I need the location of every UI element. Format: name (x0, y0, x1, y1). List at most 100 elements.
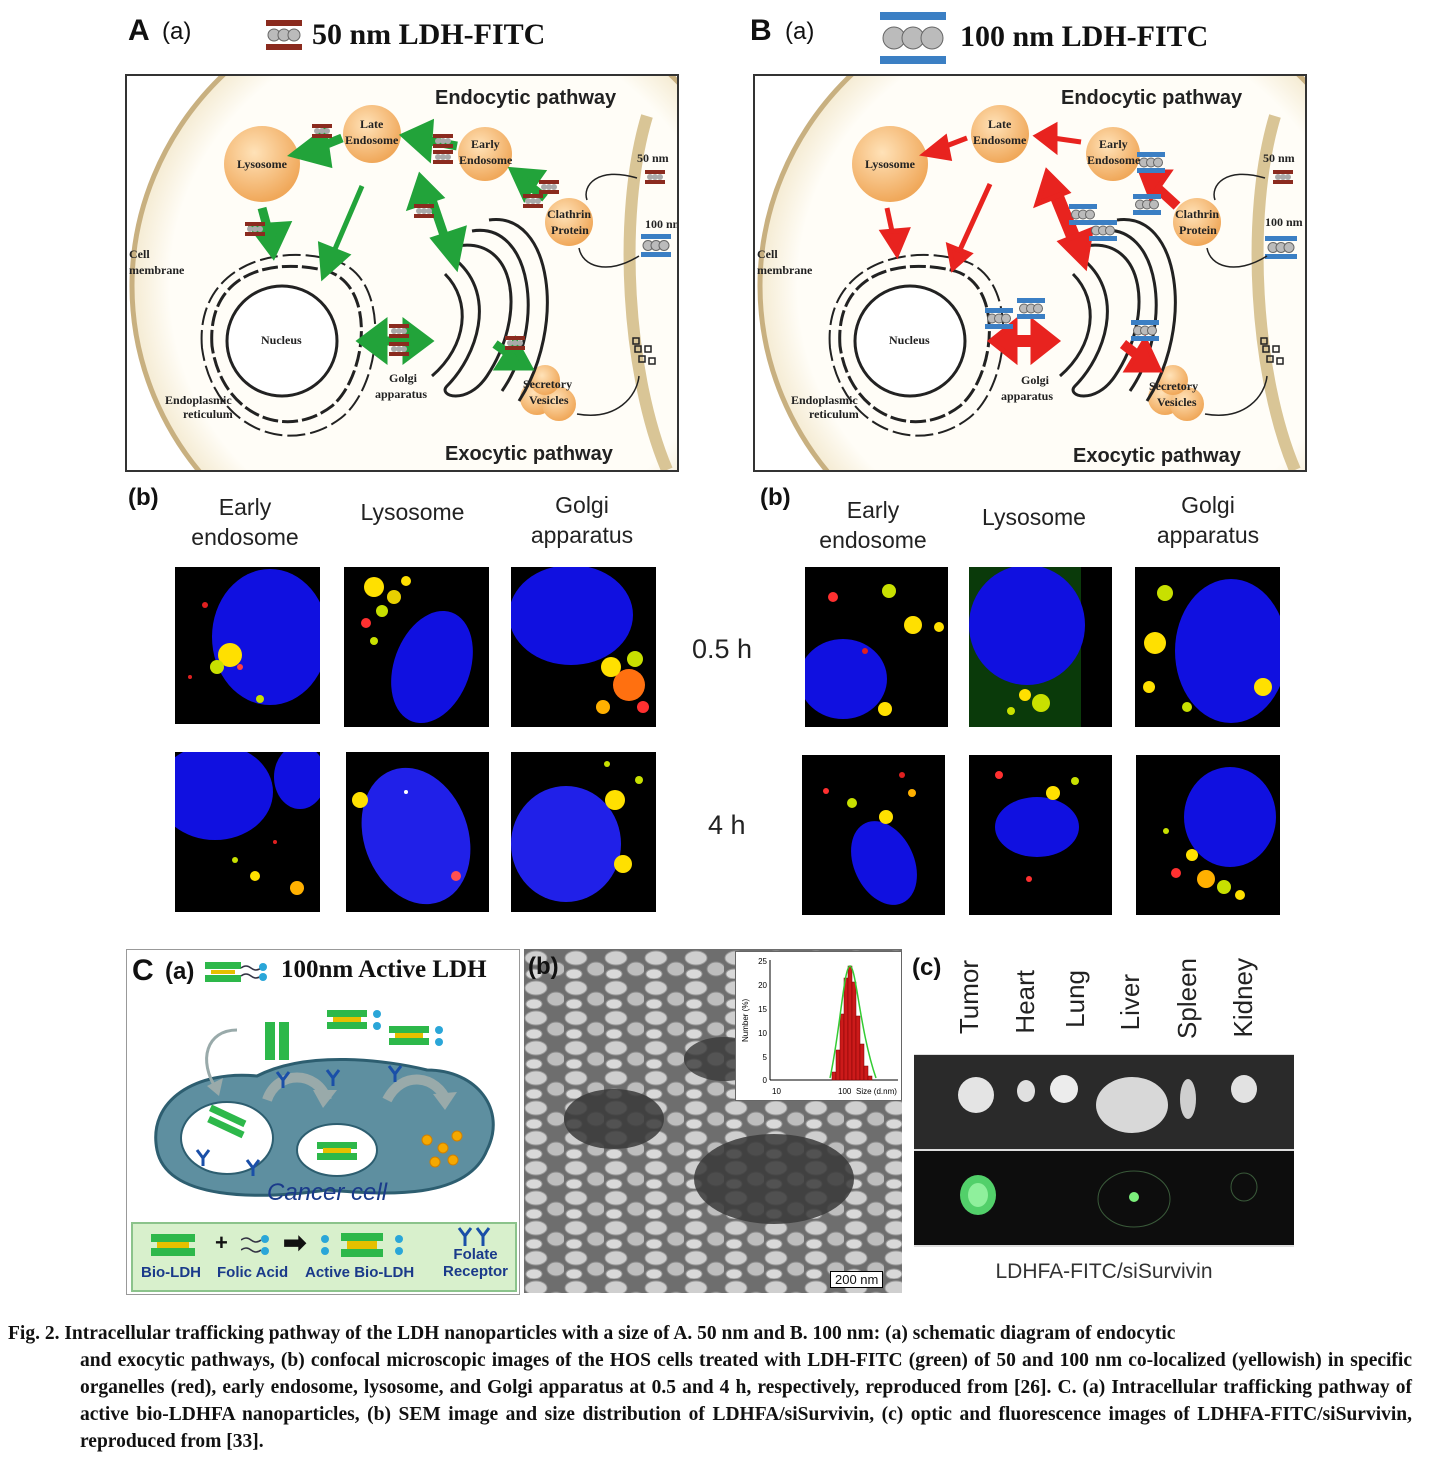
svg-text:Early: Early (1099, 137, 1128, 151)
time-4h: 4 h (708, 810, 746, 840)
exocytosed-particles-icon (632, 337, 656, 365)
panel-a-letter: A (128, 14, 150, 47)
early-endosome-icon (1086, 127, 1140, 181)
svg-text:Vesicles: Vesicles (529, 393, 569, 407)
svg-text:100 nm: 100 nm (1265, 215, 1303, 229)
micrograph-b-early-4h (802, 755, 945, 915)
micrograph-a-golgi-0-5h (511, 567, 656, 727)
ldh-100nm-icon (880, 12, 946, 64)
micrograph-b-lyso-4h (969, 755, 1112, 915)
panel-c-b-label: (b) (528, 953, 559, 980)
organ-lung: Lung (1060, 970, 1090, 1028)
organ-spleen: Spleen (1172, 958, 1202, 1039)
micrograph-a-golgi-4h (511, 752, 656, 912)
nucleus-label: Nucleus (889, 333, 930, 347)
panel-c-b-sem: (b) 200 nm Number (%) 25 20 15 10 5 0 10… (524, 949, 902, 1293)
scale-bar-label: 200 nm (830, 1271, 884, 1288)
svg-text:reticulum: reticulum (183, 407, 233, 421)
svg-text:Protein: Protein (1179, 223, 1217, 237)
secretory-vesicle-icon-3 (1158, 365, 1188, 395)
figure-caption: Fig. 2. Intracellular trafficking pathwa… (8, 1320, 1412, 1455)
svg-text:Golgi: Golgi (389, 371, 418, 385)
arrow-right-icon: ➡ (283, 1227, 307, 1258)
b-col-lysosome: Lysosome (982, 504, 1086, 530)
micrograph-a-lyso-4h (346, 752, 489, 912)
size-distribution-inset: Number (%) 25 20 15 10 5 0 10 100 Size (… (735, 951, 902, 1101)
folic-acid-icon (241, 1235, 269, 1255)
endocytic-label: Endocytic pathway (435, 87, 617, 109)
clathrin-icon (545, 198, 593, 246)
panel-a-title: 50 nm LDH-FITC (312, 18, 546, 51)
endocytic-label: Endocytic pathway (1061, 87, 1243, 109)
panel-b-sub-label: (a) (785, 18, 815, 45)
panel-c-c-label: (c) (912, 954, 942, 981)
secretory-vesicle-icon-2 (542, 387, 576, 421)
panel-c-title: 100nm Active LDH (281, 956, 487, 983)
cancer-cell-label: Cancer cell (267, 1179, 388, 1206)
svg-text:apparatus: apparatus (375, 387, 427, 401)
organ-tumor: Tumor (954, 960, 984, 1035)
panel-b-title: 100 nm LDH-FITC (960, 20, 1209, 53)
micrograph-a-lyso-0-5h (344, 567, 489, 727)
optic-image (914, 1054, 1294, 1151)
svg-text:50 nm: 50 nm (1263, 151, 1295, 165)
micrograph-b-golgi-0-5h (1135, 567, 1280, 727)
svg-text:50 nm: 50 nm (637, 151, 669, 165)
lysosome-icon (224, 126, 300, 202)
svg-text:Cell: Cell (757, 247, 778, 261)
svg-text:Secretory: Secretory (1149, 379, 1198, 393)
bio-ldh-icon (151, 1234, 195, 1256)
cell-membrane-arc (1251, 114, 1301, 470)
panel-c-a: C (a) 100nm Active LDH Cancer cell (126, 949, 520, 1295)
folate-receptor-icon (457, 1227, 491, 1246)
svg-text:Early: Early (471, 137, 500, 151)
exocytosed-particles-icon (1260, 337, 1284, 365)
cell-membrane-arc (623, 114, 673, 470)
panel-a-schematic: Endocytic pathway Exocytic pathway Lysos… (125, 74, 679, 472)
svg-text:Endoplasmic: Endoplasmic (165, 393, 232, 407)
fluorescence-caption: LDHFA-FITC/siSurvivin (995, 1260, 1213, 1283)
organ-heart: Heart (1010, 970, 1040, 1034)
svg-text:100 nm: 100 nm (645, 217, 677, 231)
er-icon (838, 264, 991, 424)
svg-text:20: 20 (758, 981, 767, 990)
svg-text:membrane: membrane (757, 263, 813, 277)
caption-line-1: Fig. 2. Intracellular trafficking pathwa… (8, 1323, 1176, 1344)
clathrin-icon (1173, 198, 1221, 246)
legend-folic-acid: Folic Acid (217, 1264, 289, 1281)
svg-text:15: 15 (758, 1005, 767, 1014)
panel-b-schematic: Endocytic pathway Exocytic pathway Lysos… (753, 74, 1307, 472)
ldh-particles (985, 152, 1297, 341)
active-bio-ldh-icon (321, 1233, 403, 1257)
svg-text:Clathrin: Clathrin (547, 207, 591, 221)
lysosome-label: Lysosome (865, 157, 916, 171)
svg-text:Vesicles: Vesicles (1157, 395, 1197, 409)
svg-text:Secretory: Secretory (523, 377, 572, 391)
svg-text:Endosome: Endosome (1087, 153, 1141, 167)
svg-text:Late: Late (360, 117, 384, 131)
secretory-vesicle-icon-2 (1170, 387, 1204, 421)
panel-c-letter: C (132, 954, 154, 987)
svg-text:Protein: Protein (551, 223, 589, 237)
a-col-lysosome: Lysosome (360, 499, 465, 525)
svg-text:Clathrin: Clathrin (1175, 207, 1219, 221)
nucleus-label: Nucleus (261, 333, 302, 347)
exocytic-label: Exocytic pathway (445, 443, 614, 465)
micrograph-a-early-0-5h (175, 567, 320, 724)
svg-text:Number (%): Number (%) (741, 999, 750, 1042)
svg-text:Endoplasmic: Endoplasmic (791, 393, 858, 407)
svg-text:5: 5 (763, 1053, 768, 1062)
panel-c-a-label: (a) (165, 958, 195, 985)
svg-text:Late: Late (988, 117, 1012, 131)
time-0-5h: 0.5 h (692, 634, 753, 664)
legend-active-bio-ldh: Active Bio-LDH (305, 1264, 415, 1281)
micrograph-b-lyso-0-5h (969, 567, 1112, 727)
svg-text:apparatus: apparatus (1001, 389, 1053, 403)
ldh-50nm-icon (266, 20, 302, 50)
histogram-bars (831, 965, 873, 1081)
legend-box: + ➡ Bio-LDH Folic Acid Active Bio-LDH Fo… (131, 1222, 517, 1292)
